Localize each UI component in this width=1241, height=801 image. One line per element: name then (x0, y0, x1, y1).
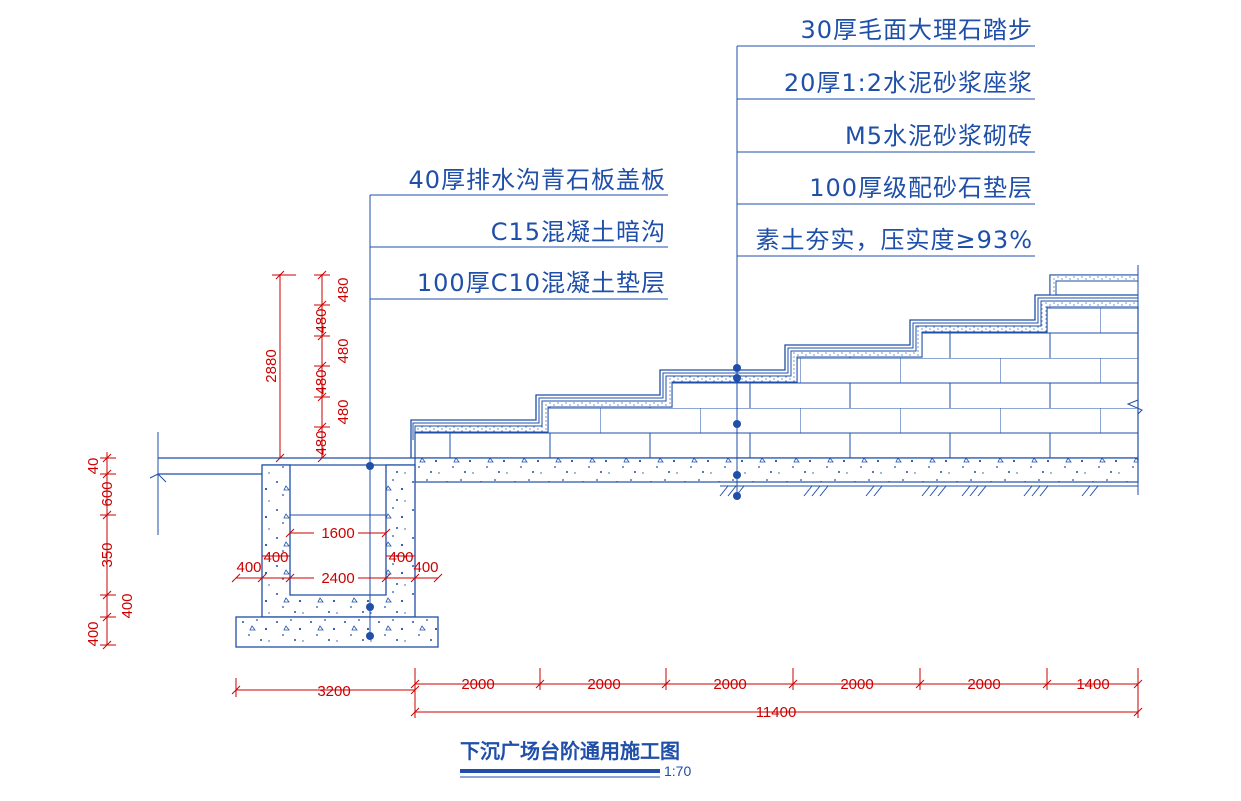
dim-riser-3: 480 (335, 338, 352, 363)
drain-layer-labels: 40厚排水沟青石板盖板 C15混凝土暗沟 100厚C10混凝土垫层 (408, 166, 666, 297)
stair-layer-2: 20厚1:2水泥砂浆座浆 (784, 69, 1033, 97)
riser-total-dimension: 2880 (263, 270, 296, 463)
stair-layer-3: M5水泥砂浆砌砖 (845, 122, 1033, 150)
drain-layer-3: 100厚C10混凝土垫层 (417, 269, 666, 297)
dim-tread-3: 2000 (713, 676, 746, 693)
drain-layer-2: C15混凝土暗沟 (491, 218, 666, 246)
dim-riser-4: 480 (313, 369, 330, 394)
dim-riser-2: 480 (313, 308, 330, 333)
drawing-title: 下沉广场台阶通用施工图 (460, 739, 680, 763)
dim-riser-1: 480 (335, 277, 352, 302)
left-height-dimensions: 40 600 350 400 400 (85, 452, 136, 650)
drain-layer-1: 40厚排水沟青石板盖板 (408, 166, 666, 194)
drain-width-dimensions: 1600 400 400 2400 400 400 (231, 524, 443, 587)
dim-tread-5: 2000 (967, 676, 1000, 693)
stair-leader (733, 45, 1035, 500)
stair-layer-labels: 30厚毛面大理石踏步 20厚1:2水泥砂浆座浆 M5水泥砂浆砌砖 100厚级配砂… (756, 16, 1033, 254)
dim-tread-6: 1400 (1076, 676, 1109, 693)
dim-3200: 3200 (317, 683, 350, 700)
break-line-right (1126, 265, 1143, 495)
gravel-cushion (414, 457, 1139, 483)
dim-2880: 2880 (263, 349, 280, 382)
stair-layer-1: 30厚毛面大理石踏步 (800, 16, 1033, 44)
stair-layer-4: 100厚级配砂石垫层 (809, 174, 1033, 202)
dim-tread-2: 2000 (587, 676, 620, 693)
dim-tread-4: 2000 (840, 676, 873, 693)
dim-riser-6: 480 (313, 430, 330, 455)
dim-riser-5: 480 (335, 399, 352, 424)
dim-40: 40 (85, 458, 102, 475)
drain-leader (366, 194, 668, 640)
dim-foot-left: 400 (236, 559, 261, 576)
dim-600: 600 (99, 481, 116, 506)
compacted-soil-hatch (719, 485, 1138, 497)
drawing-scale: 1:70 (664, 763, 691, 779)
dim-2400: 2400 (321, 570, 354, 587)
stair-layer-5: 素土夯实，压实度≥93% (756, 226, 1033, 254)
dim-11400: 11400 (756, 704, 797, 721)
dim-400-lower: 400 (85, 621, 102, 646)
drawing-title-block: 下沉广场台阶通用施工图 1:70 (460, 739, 691, 779)
dim-foot-right: 400 (413, 559, 438, 576)
dim-350: 350 (99, 542, 116, 567)
dim-wall-right: 400 (388, 549, 413, 566)
stair-tread-layers (410, 274, 1139, 458)
dim-tread-1: 2000 (461, 676, 494, 693)
tread-dimensions: 3200 2000 2000 2000 2000 2000 1400 11400 (231, 668, 1143, 721)
drain-trench (235, 464, 439, 648)
dim-400-upper: 400 (119, 593, 136, 618)
riser-dimensions: 480 480 480 480 480 480 (313, 270, 352, 463)
dim-1600: 1600 (321, 525, 354, 542)
dim-wall-left: 400 (263, 549, 288, 566)
